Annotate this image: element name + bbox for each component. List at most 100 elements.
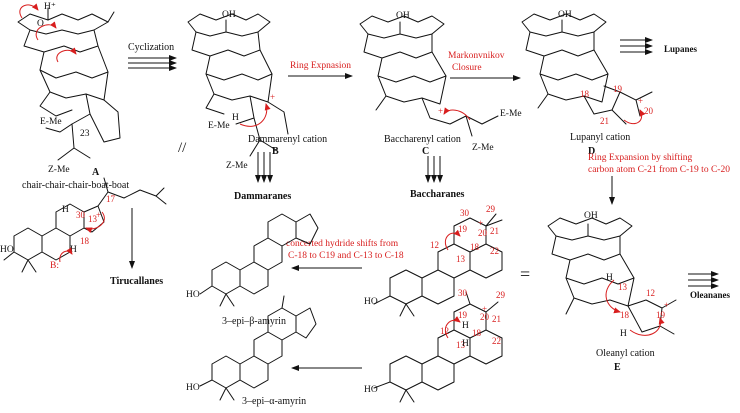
b-letter: B [272, 146, 279, 157]
c-letter: C [422, 146, 429, 157]
ring-expansion-label: Ring Expnasion [290, 61, 351, 71]
e-n12: 12 [646, 288, 655, 298]
urs-n13: 13 [456, 340, 466, 350]
olean-n22: 22 [490, 246, 499, 256]
oleanyl-pentacyclic: HO 12 13 18 19 20 21 22 29 30 + [364, 204, 503, 317]
c-e-me: E-Me [500, 109, 522, 119]
oleananes-arrows: Oleananes [688, 271, 731, 300]
d-n20: 20 [644, 106, 654, 116]
baccharanes-arrows: Baccharanes [410, 156, 465, 200]
baccharanes-label: Baccharanes [410, 189, 465, 200]
urs-n20: 20 [480, 312, 490, 322]
c-oh: OH [396, 11, 410, 21]
d-letter: D [588, 146, 595, 157]
a-letter: A [92, 167, 100, 178]
urs-n12: 12 [440, 326, 449, 336]
e-letter: E [614, 362, 621, 373]
markovnikov-label-2: Closure [452, 63, 482, 73]
tirucallane-structure: H HO 17 13 30 18 H B: + [0, 177, 167, 273]
structure-a: O H⁺ E-Me 23 Z-Me A chair-chair-chair-bo… [17, 2, 129, 191]
hydride-label-2: C-18 to C19 and C-13 to C-18 [288, 251, 404, 261]
structure-e: OH H H 13 12 18 19 + Oleanyl cation E [547, 211, 677, 373]
dammaranes-arrows: Dammaranes [234, 152, 291, 202]
tiru-n30: 30 [76, 210, 86, 220]
d-oh: OH [558, 10, 572, 20]
alpha-ho: HO [186, 383, 200, 393]
urs-n19: 19 [458, 310, 468, 320]
tiru-plus: + [96, 210, 101, 220]
d-plus: + [638, 96, 643, 106]
structure-b: OH H + E-Me Z-Me Dammarenyl cation B [187, 10, 327, 171]
e-oh: OH [584, 211, 598, 221]
e-n18: 18 [620, 310, 630, 320]
tiru-ho: HO [0, 245, 14, 255]
e-n19: 19 [656, 310, 666, 320]
c-caption: Baccharenyl cation [384, 134, 461, 145]
hydride-shift-arrow: concerted hydride shifts from C-18 to C1… [286, 238, 404, 271]
olean-n30: 30 [460, 208, 470, 218]
structure-d: OH 18 19 20 21 + Lupanyl cation D [521, 10, 654, 157]
b-oh: OH [222, 10, 236, 20]
olean-ho: HO [364, 297, 378, 307]
beta-ho: HO [186, 290, 200, 300]
tiru-n13: 13 [88, 214, 98, 224]
d-n19: 19 [613, 84, 623, 94]
markovnikov-label-1: Markonvnikov [448, 51, 505, 61]
olean-n18: 18 [470, 242, 480, 252]
b-h: H [232, 113, 239, 123]
oleananes-label: Oleananes [690, 290, 731, 300]
c-plus: + [438, 106, 443, 116]
olean-n20: 20 [478, 228, 488, 238]
beta-amyrin-label: 3–epi–β-amyrin [222, 316, 286, 327]
olean-n12: 12 [430, 240, 439, 250]
olean-n19: 19 [458, 224, 468, 234]
a-oxygen: O [37, 19, 44, 29]
markovnikov-arrow: Markonvnikov Closure [448, 51, 521, 81]
ring-expansion-shift-arrow: Ring Expansion by shifting carbon atom C… [588, 152, 730, 205]
olean-n21: 21 [490, 226, 499, 236]
ring-expansion-arrow: Ring Expnasion [288, 61, 353, 79]
cyclization-label: Cyclization [128, 42, 174, 53]
olean-n13: 13 [456, 254, 466, 264]
alpha-amyrin-structure: HO 3–epi–α-amyrin [186, 295, 317, 407]
olean-n29: 29 [486, 204, 496, 214]
a-e-me: E-Me [40, 117, 62, 127]
e-h2: H [620, 329, 627, 339]
urs-n30: 30 [458, 288, 468, 298]
urs-n22: 22 [492, 336, 501, 346]
b-caption: Dammarenyl cation [248, 134, 327, 145]
a-c23: 23 [80, 129, 90, 139]
cyclization-arrow: Cyclization [128, 42, 177, 71]
equivalent-sign: // [178, 140, 187, 156]
c-z-me: Z-Me [472, 143, 494, 153]
structure-c: OH + E-Me Z-Me Baccharenyl cation C [359, 11, 522, 157]
b-z-me: Z-Me [226, 161, 248, 171]
alpha-amyrin-label: 3–epi–α-amyrin [242, 396, 306, 407]
tiru-h-b: H [70, 245, 77, 255]
ring-exp-shift-label-1: Ring Expansion by shifting [588, 152, 692, 163]
tiru-n17: 17 [106, 194, 116, 204]
e-plus: + [664, 300, 669, 310]
e-caption: Oleanyl cation [596, 348, 655, 359]
tiru-base: B: [50, 261, 59, 271]
tirucallanes-label: Tirucallanes [110, 276, 163, 287]
a-h-plus: H⁺ [44, 2, 56, 12]
urs-n29: 29 [496, 290, 506, 300]
tiru-n18: 18 [80, 236, 90, 246]
urs-plus: + [482, 304, 487, 314]
tirucallanes-arrow: Tirucallanes [110, 208, 163, 287]
urs-h1: H [462, 321, 469, 331]
urs-n18: 18 [472, 328, 482, 338]
lupanes-arrows: Lupanes [620, 37, 698, 55]
ring-exp-shift-label-2: carbon atom C-21 from C-19 to C-20 [588, 164, 730, 175]
b-plus: + [270, 92, 275, 102]
b-e-me: E-Me [208, 121, 230, 131]
equals-sign: = [520, 264, 530, 284]
d-caption: Lupanyl cation [570, 132, 630, 143]
urs-ho: HO [364, 385, 378, 395]
urs-h2: H [462, 339, 469, 349]
d-n18: 18 [580, 89, 590, 99]
a-z-me: Z-Me [48, 165, 70, 175]
a-caption: chair-chair-chair-boat-boat [22, 180, 129, 191]
